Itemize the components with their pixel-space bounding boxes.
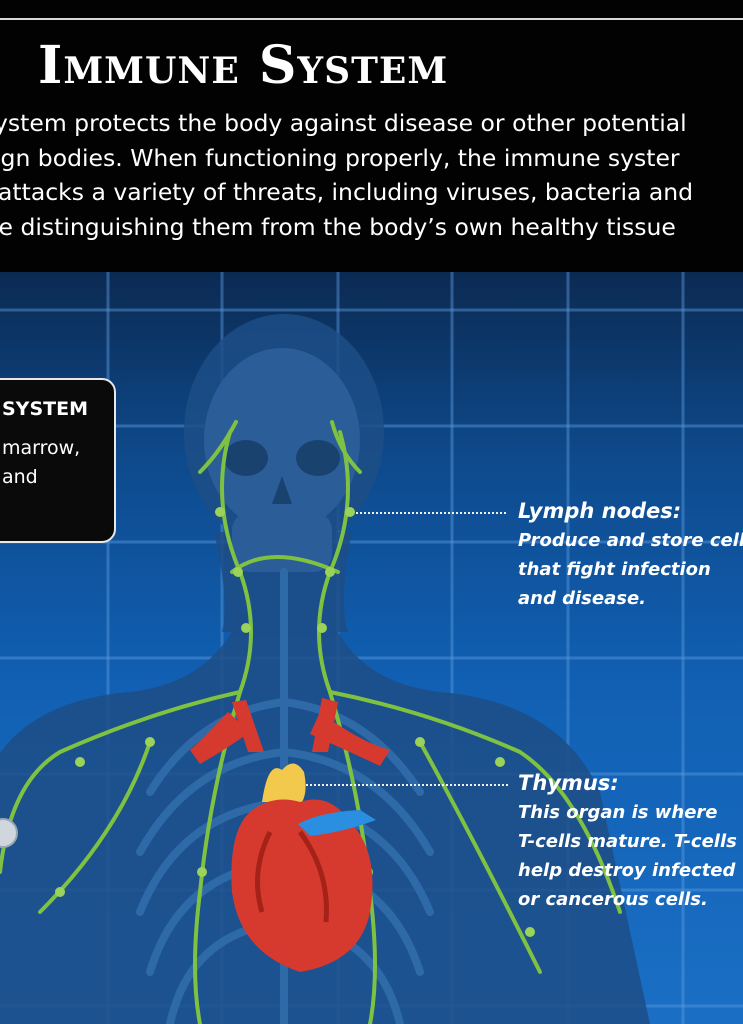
- intro-line: ystem protects the body against disease …: [0, 109, 687, 137]
- lymph-nodes-heading: Lymph nodes:: [518, 499, 682, 523]
- intro-line: le distinguishing them from the body’s o…: [0, 212, 676, 241]
- anatomy-illustration: [0, 272, 743, 1024]
- intro-line: ign bodies. When functioning properly, t…: [0, 143, 680, 172]
- lymph-nodes: [55, 507, 535, 937]
- body-illustration: [0, 272, 743, 1024]
- info-card-text: marrow, and: [2, 437, 81, 488]
- thymus-callout: Thymus: This organ is where T-cells matu…: [518, 768, 743, 914]
- intro-paragraph: ystem protects the body against disease …: [0, 106, 743, 244]
- thymus: [262, 763, 306, 802]
- heart-detail: [297, 830, 329, 923]
- lymph-nodes-callout: Lymph nodes: Produce and store cells tha…: [518, 496, 743, 613]
- pulmonary-vein: [298, 810, 376, 836]
- lymph-nodes-description: Produce and store cells that fight infec…: [518, 530, 743, 609]
- header-panel: Immune System ystem protects the body ag…: [0, 0, 743, 272]
- thymus-leader-line: [306, 784, 508, 786]
- lymph-nodes-leader-line: [356, 512, 506, 514]
- aorta: [190, 698, 390, 766]
- page-title: Immune System: [38, 35, 449, 96]
- intro-line: attacks a variety of threats, including …: [0, 178, 694, 206]
- thymus-description: This organ is where T-cells mature. T-ce…: [518, 802, 737, 910]
- skull: [204, 348, 360, 572]
- info-card-title: SYSTEM: [2, 398, 88, 420]
- thymus-heading: Thymus:: [518, 771, 619, 795]
- top-rule: [0, 18, 743, 20]
- heart-detail: [255, 830, 273, 913]
- info-card: SYSTEM marrow, and: [0, 378, 116, 543]
